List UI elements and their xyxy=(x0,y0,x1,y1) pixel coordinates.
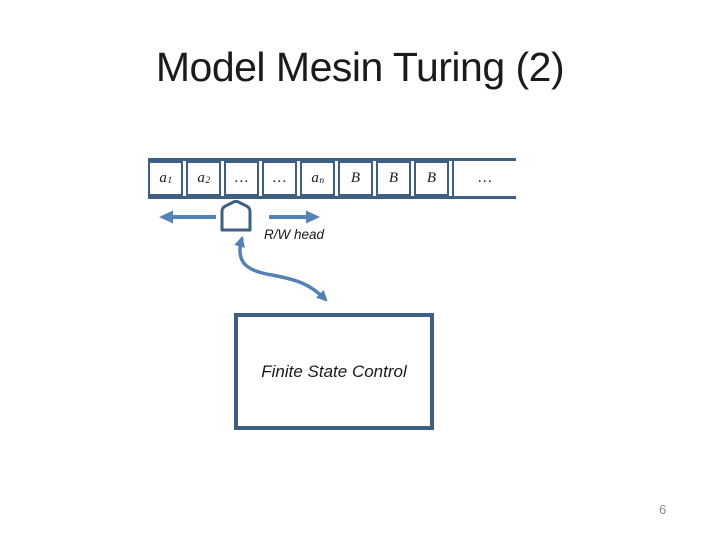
page-number: 6 xyxy=(659,502,667,517)
move-right-arrow-icon xyxy=(269,210,320,224)
head-connector-arrow-icon xyxy=(234,235,328,302)
finite-state-control-label: Finite State Control xyxy=(261,361,407,381)
rw-head-icon xyxy=(220,199,252,232)
tape-cell: … xyxy=(224,161,259,196)
tape-cell: … xyxy=(262,161,297,196)
tape-cell: B xyxy=(338,161,373,196)
slide-title: Model Mesin Turing (2) xyxy=(155,44,565,90)
tape-cell: B xyxy=(414,161,449,196)
tape-cell: … xyxy=(452,161,516,196)
tape-cell: B xyxy=(376,161,411,196)
finite-state-control-box: Finite State Control xyxy=(234,313,434,430)
move-left-arrow-icon xyxy=(159,210,216,224)
